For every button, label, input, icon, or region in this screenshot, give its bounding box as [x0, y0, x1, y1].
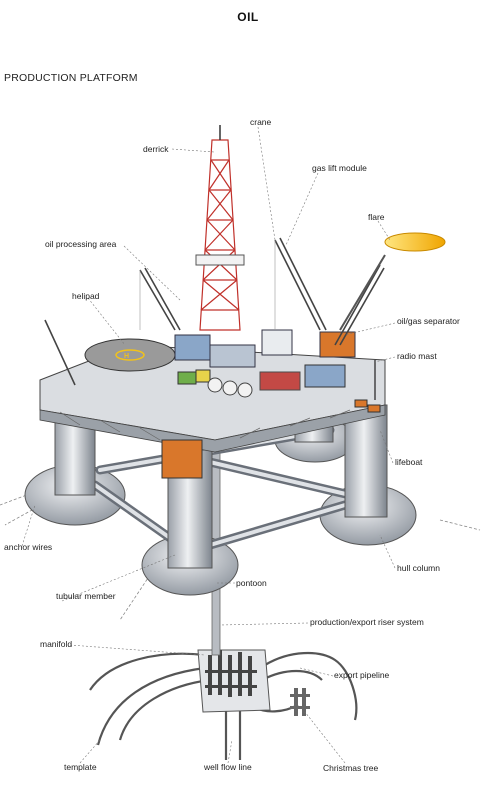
flare-boom	[339, 254, 386, 331]
deck-truss	[59, 409, 351, 441]
label-christmas-tree: Christmas tree	[323, 763, 379, 773]
label-lifeboat: lifeboat	[395, 457, 423, 467]
label-hull-column: hull column	[397, 563, 440, 573]
oil-processing-module	[174, 334, 211, 361]
derrick-tower	[199, 139, 241, 331]
derrick-platform	[195, 254, 245, 266]
label-oil-gas-separator: oil/gas separator	[397, 316, 460, 326]
section-title: PRODUCTION PLATFORM	[4, 72, 138, 84]
front-module	[161, 439, 203, 479]
label-gas-lift-module: gas lift module	[312, 163, 367, 173]
label-export-pipeline: export pipeline	[334, 670, 390, 680]
label-well-flow-line: well flow line	[204, 762, 252, 772]
manifold-valves	[205, 650, 257, 697]
deck-edge	[39, 404, 386, 453]
label-manifold: manifold	[40, 639, 73, 649]
crane-cables	[139, 240, 276, 330]
crane-booms	[44, 237, 385, 386]
flare-flame	[384, 232, 446, 252]
leader-lines	[21, 126, 396, 764]
hull-column-right	[344, 404, 388, 518]
label-pontoon: pontoon	[236, 578, 267, 588]
separator-module	[319, 331, 356, 358]
separator-tanks	[207, 377, 253, 398]
label-helipad: helipad	[72, 291, 100, 301]
helipad-surface	[84, 338, 176, 372]
page-title: OIL	[237, 10, 259, 24]
label-derrick: derrick	[143, 144, 169, 154]
label-oil-processing-area: oil processing area	[45, 239, 117, 249]
lifeboats	[354, 399, 381, 413]
svg-text:H: H	[124, 353, 129, 360]
label-template: template	[64, 762, 97, 772]
label-flare: flare	[368, 212, 385, 222]
label-radio-mast: radio mast	[397, 351, 437, 361]
christmas-tree-structure	[290, 688, 310, 716]
label-production-export-riser-system: production/export riser system	[310, 617, 424, 627]
label-tubular-member: tubular member	[56, 591, 116, 601]
label-anchor-wires: anchor wires	[4, 542, 53, 552]
label-crane: crane	[250, 117, 272, 127]
